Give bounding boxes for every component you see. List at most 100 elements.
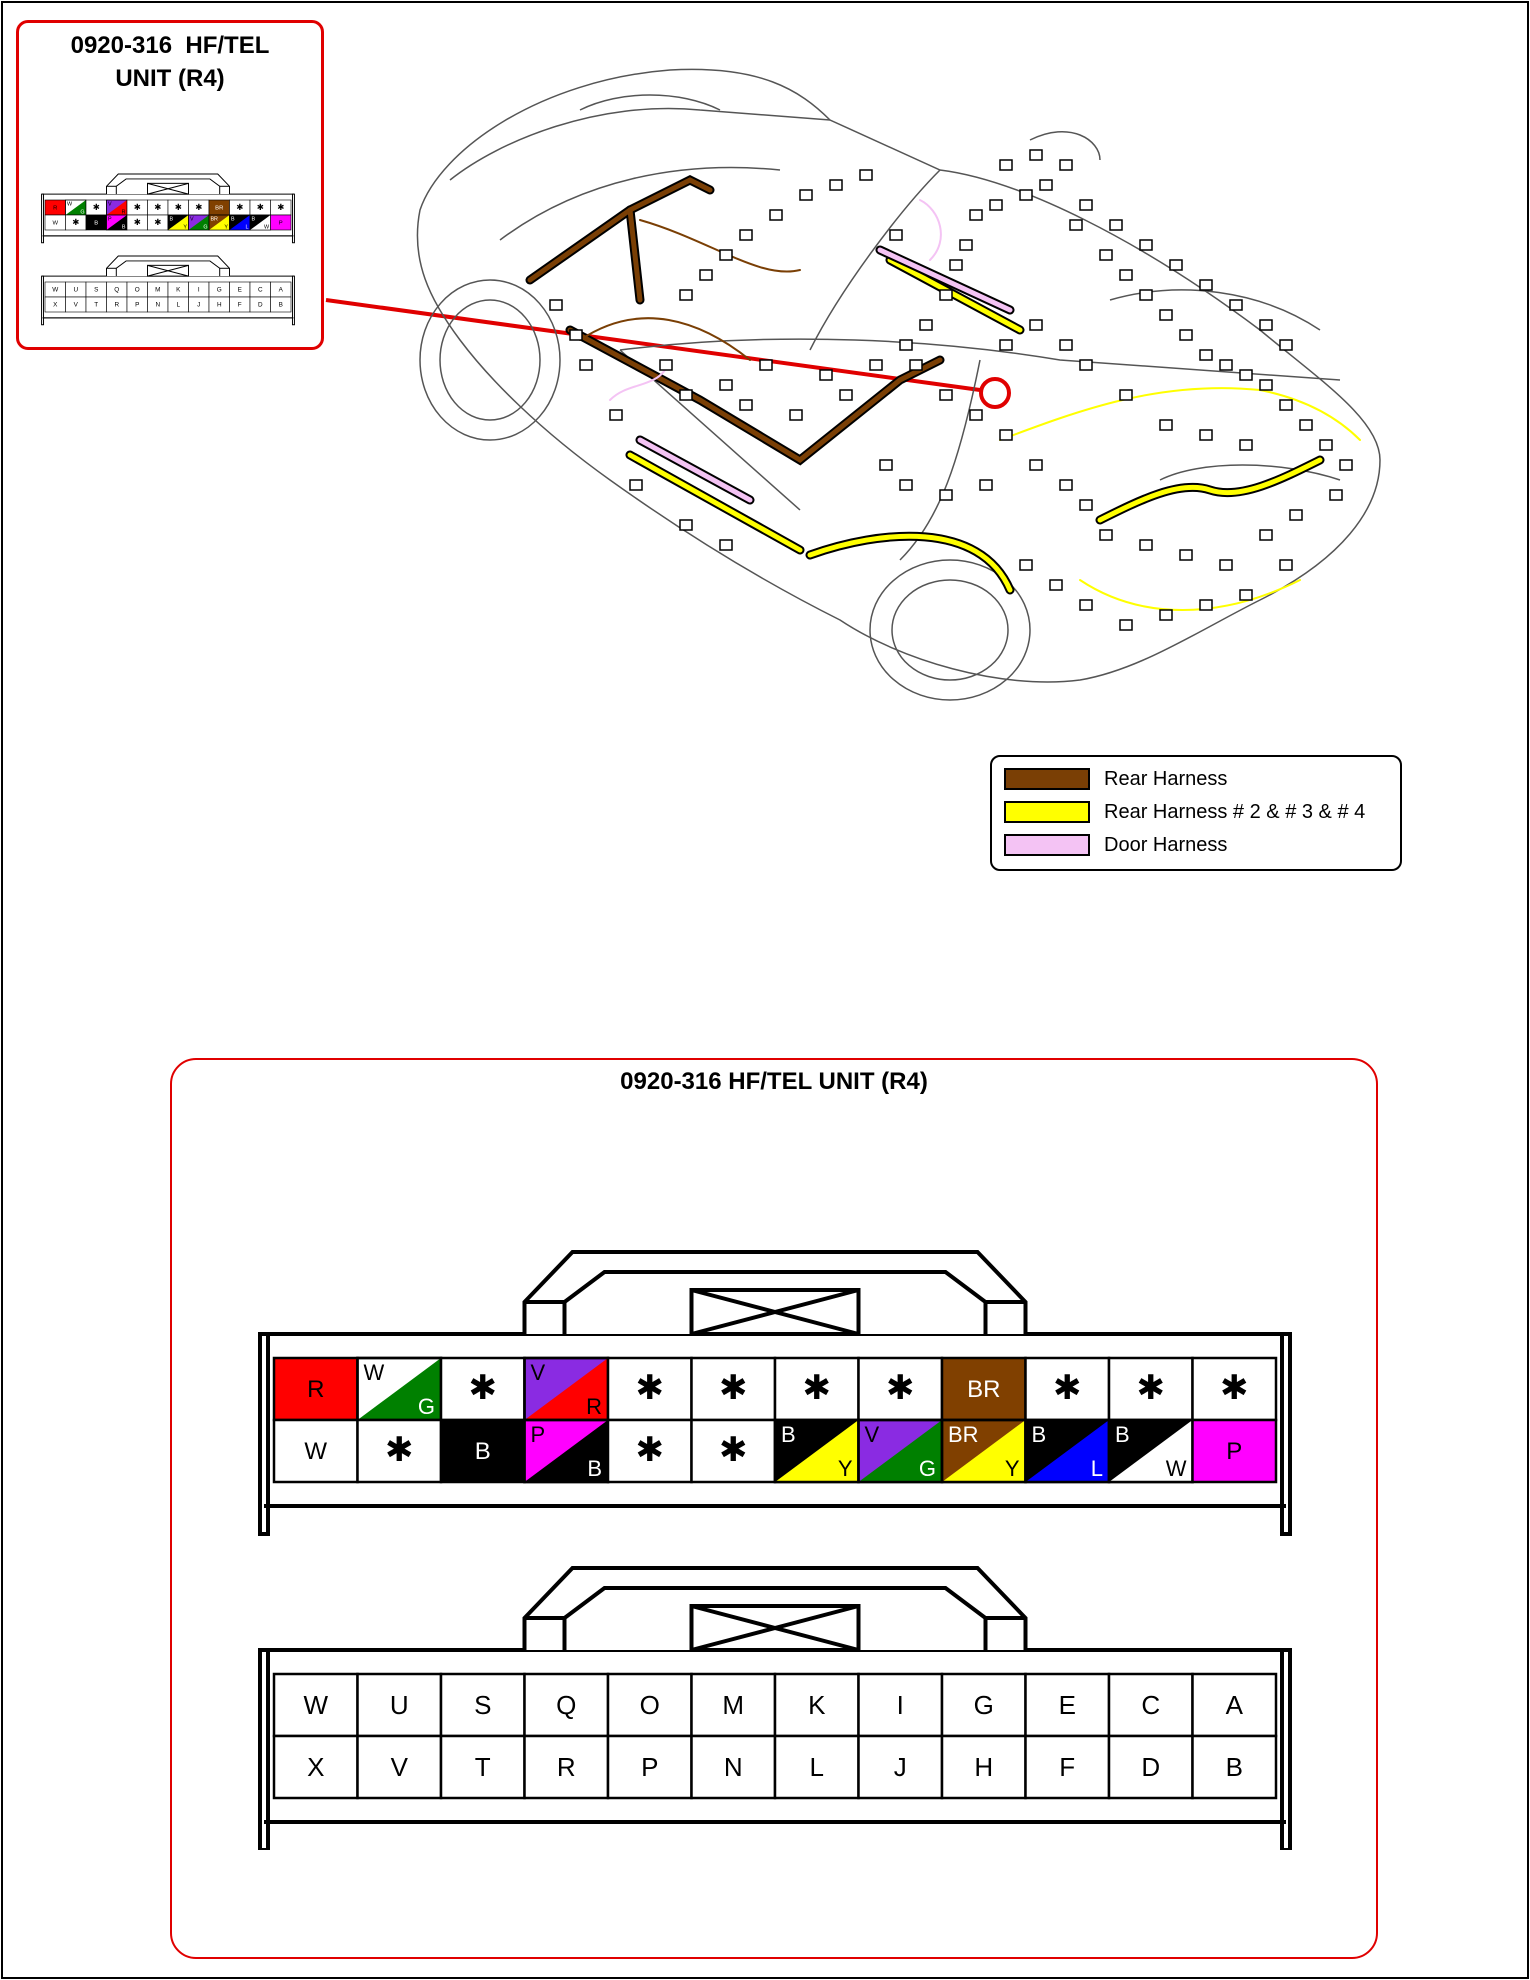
connector-block [1099, 249, 1113, 261]
car-connector-blocks [549, 149, 1353, 631]
connector-block [719, 249, 733, 261]
connector-block [739, 229, 753, 241]
pin-cell: R [272, 1356, 359, 1422]
connector-block [1239, 589, 1253, 601]
connector-block [719, 379, 733, 391]
pin-empty-mark: ✱ [134, 202, 141, 212]
pin-stripe-label: R [586, 1394, 602, 1419]
connector-block [1199, 599, 1213, 611]
pin-cell: BRY [940, 1418, 1027, 1484]
pin-letter: P [641, 1752, 658, 1782]
connector-block [939, 289, 953, 301]
connector-block [1279, 339, 1293, 351]
pin-main-label: P [108, 216, 112, 222]
pin-cell: P [270, 214, 292, 231]
pin-letter: F [1059, 1752, 1075, 1782]
connector-location: UNIT (R4) [115, 65, 225, 92]
pin-letter-cell: X [44, 296, 66, 313]
pin-cell: BRY [208, 214, 230, 231]
pin-empty: ✱ [690, 1356, 777, 1422]
pin-stripe-label: B [587, 1456, 602, 1481]
pin-letter: O [640, 1690, 660, 1720]
pin-empty: ✱ [606, 1356, 693, 1422]
pin-main-color [940, 1356, 1027, 1422]
connector-block [1139, 539, 1153, 551]
connector-block [1029, 459, 1043, 471]
connector-flange-right [291, 275, 295, 326]
pin-main-color [270, 214, 292, 231]
pin-letter: G [974, 1690, 994, 1720]
pin-cell: BW [1107, 1418, 1194, 1484]
pin-letter: W [303, 1690, 328, 1720]
rear-harness [527, 177, 943, 464]
connector-block [679, 519, 693, 531]
pin-cell: BL [1024, 1418, 1111, 1484]
pin-letter-cell: J [857, 1734, 944, 1800]
pin-letter: N [155, 302, 160, 309]
pin-letter-cell: C [1107, 1672, 1194, 1738]
connector-block [1079, 599, 1093, 611]
pin-letter: B [1226, 1752, 1243, 1782]
pin-stripe-label: L [246, 225, 249, 231]
connector-block [1079, 359, 1093, 371]
legend-swatch [1004, 834, 1090, 856]
pin-letter-cell: R [523, 1734, 610, 1800]
connector-block [999, 429, 1013, 441]
pin-letter: A [1226, 1690, 1244, 1720]
pin-cell-bg [270, 296, 292, 313]
connector-location-marker [979, 377, 1011, 409]
pin-letter: K [808, 1690, 826, 1720]
legend-item: Door Harness [1004, 831, 1227, 859]
connector-block [819, 369, 833, 381]
pin-stripe-color [524, 1420, 608, 1482]
connector-block [1029, 319, 1043, 331]
pin-stripe-color [106, 215, 127, 230]
pin-letter-cell: N [147, 296, 169, 313]
pin-letter: J [894, 1752, 907, 1782]
pin-main-label: V [108, 201, 112, 207]
legend-swatch [1004, 768, 1090, 790]
connector-block [1059, 159, 1073, 171]
connector-block [1099, 529, 1113, 541]
pin-letter-cell: D [1107, 1734, 1194, 1800]
pin-stripe-color [1025, 1420, 1109, 1482]
connector-block [1159, 419, 1173, 431]
connector-block [1059, 339, 1073, 351]
connector-block [939, 489, 953, 501]
pin-cell-bg [690, 1356, 777, 1422]
connector-block [1139, 239, 1153, 251]
connector-block [1119, 269, 1133, 281]
pin-empty-mark: ✱ [154, 202, 161, 212]
legend-item: Rear Harness # 2 & # 3 & # 4 [1004, 798, 1365, 826]
connector-latch-cross [147, 264, 189, 277]
connector-block [579, 359, 593, 371]
pin-letter-cell: K [773, 1672, 860, 1738]
pin-letter: K [176, 287, 181, 294]
connector-latch-cross [690, 1288, 860, 1336]
pin-letter-cell: L [773, 1734, 860, 1800]
pin-empty-mark: ✱ [277, 202, 284, 212]
connector-block [1219, 359, 1233, 371]
pin-cell: BY [167, 214, 189, 231]
pin-cell: BL [229, 214, 251, 231]
leader-line [325, 298, 981, 392]
pin-empty: ✱ [1191, 1356, 1278, 1422]
connector-block [899, 479, 913, 491]
pin-cell-bg [1024, 1356, 1111, 1422]
pin-empty: ✱ [690, 1418, 777, 1484]
pin-letter-cell: U [356, 1672, 443, 1738]
pin-letter: C [258, 287, 263, 294]
pin-stripe-color [250, 215, 271, 230]
rear-harness-outline [525, 174, 945, 466]
pin-cell: VG [188, 214, 210, 231]
pin-empty: ✱ [606, 1418, 693, 1484]
connector-block [969, 209, 983, 221]
connector-hood-inner [562, 1586, 988, 1650]
connector-block [1229, 299, 1243, 311]
pin-cell-bg [773, 1672, 860, 1738]
connector-hood-inner [562, 1270, 988, 1334]
connector-block [609, 409, 623, 421]
connector-block [1019, 559, 1033, 571]
